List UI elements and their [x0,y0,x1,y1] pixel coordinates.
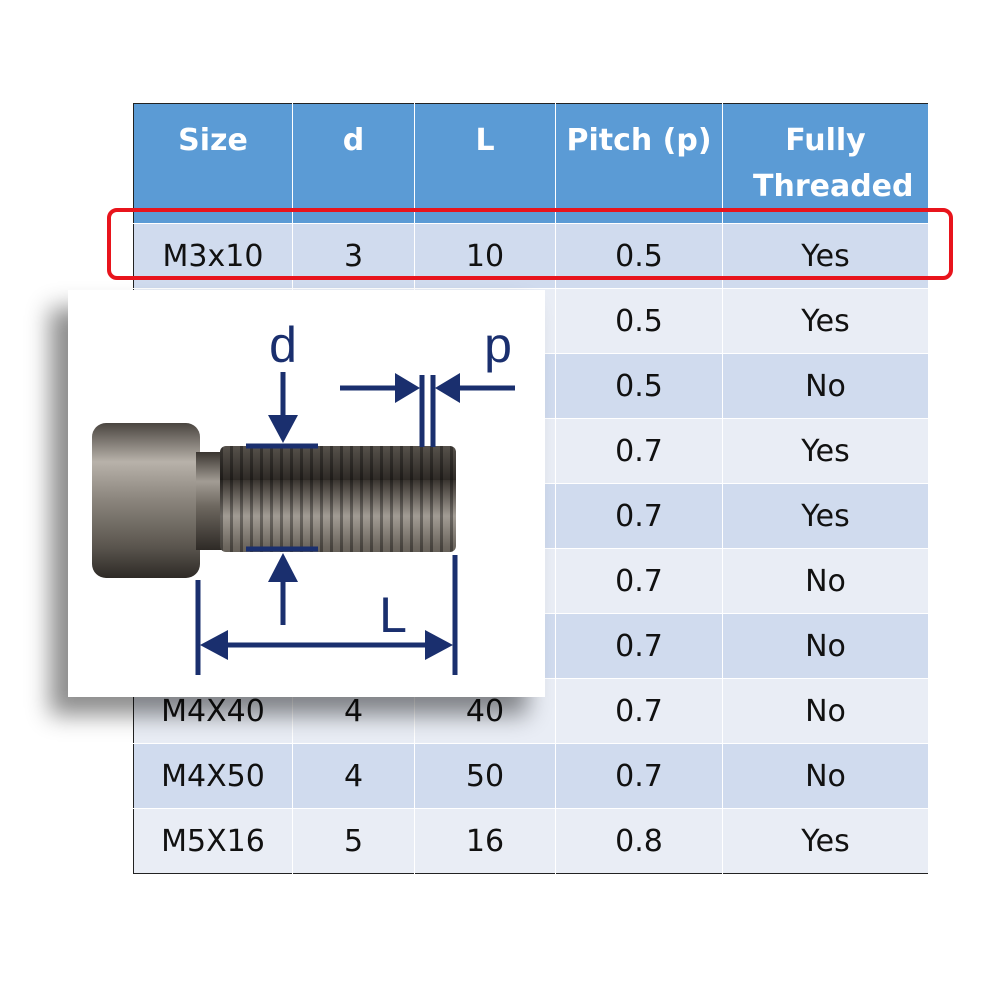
cell-size: M4X50 [133,743,293,809]
cell-pitch: 0.7 [555,418,723,484]
header-fully-threaded: Fully Threaded [722,103,929,224]
label-l: L [379,587,407,643]
cell-fully-threaded: Yes [722,808,929,874]
cell-fully-threaded: Yes [722,418,929,484]
cell-d: 4 [292,743,415,809]
header-size: Size [133,103,293,224]
cell-size: M5X16 [133,808,293,874]
cell-l: 16 [414,808,556,874]
label-d: d [269,317,297,373]
cell-pitch: 0.7 [555,483,723,549]
cell-pitch: 0.7 [555,613,723,679]
cell-l: 50 [414,743,556,809]
cell-fully-threaded: Yes [722,288,929,354]
cell-fully-threaded: Yes [722,483,929,549]
dimension-lines [195,372,515,675]
header-l: L [414,103,556,224]
cell-pitch: 0.5 [555,353,723,419]
cell-d: 5 [292,808,415,874]
screw-diagram: d p L [68,290,545,697]
cell-fully-threaded: No [722,548,929,614]
cell-pitch: 0.7 [555,548,723,614]
cell-pitch: 0.5 [555,288,723,354]
label-p: p [484,317,512,373]
header-pitch: Pitch (p) [555,103,723,224]
cell-pitch: 0.8 [555,808,723,874]
table-header: Size d L Pitch (p) Fully Threaded [133,103,929,224]
highlight-box [107,208,953,280]
cell-pitch: 0.7 [555,678,723,744]
cell-fully-threaded: No [722,743,929,809]
cell-pitch: 0.7 [555,743,723,809]
cell-fully-threaded: No [722,353,929,419]
header-d: d [292,103,415,224]
bolt-image [92,423,456,578]
cell-fully-threaded: No [722,678,929,744]
cell-fully-threaded: No [722,613,929,679]
